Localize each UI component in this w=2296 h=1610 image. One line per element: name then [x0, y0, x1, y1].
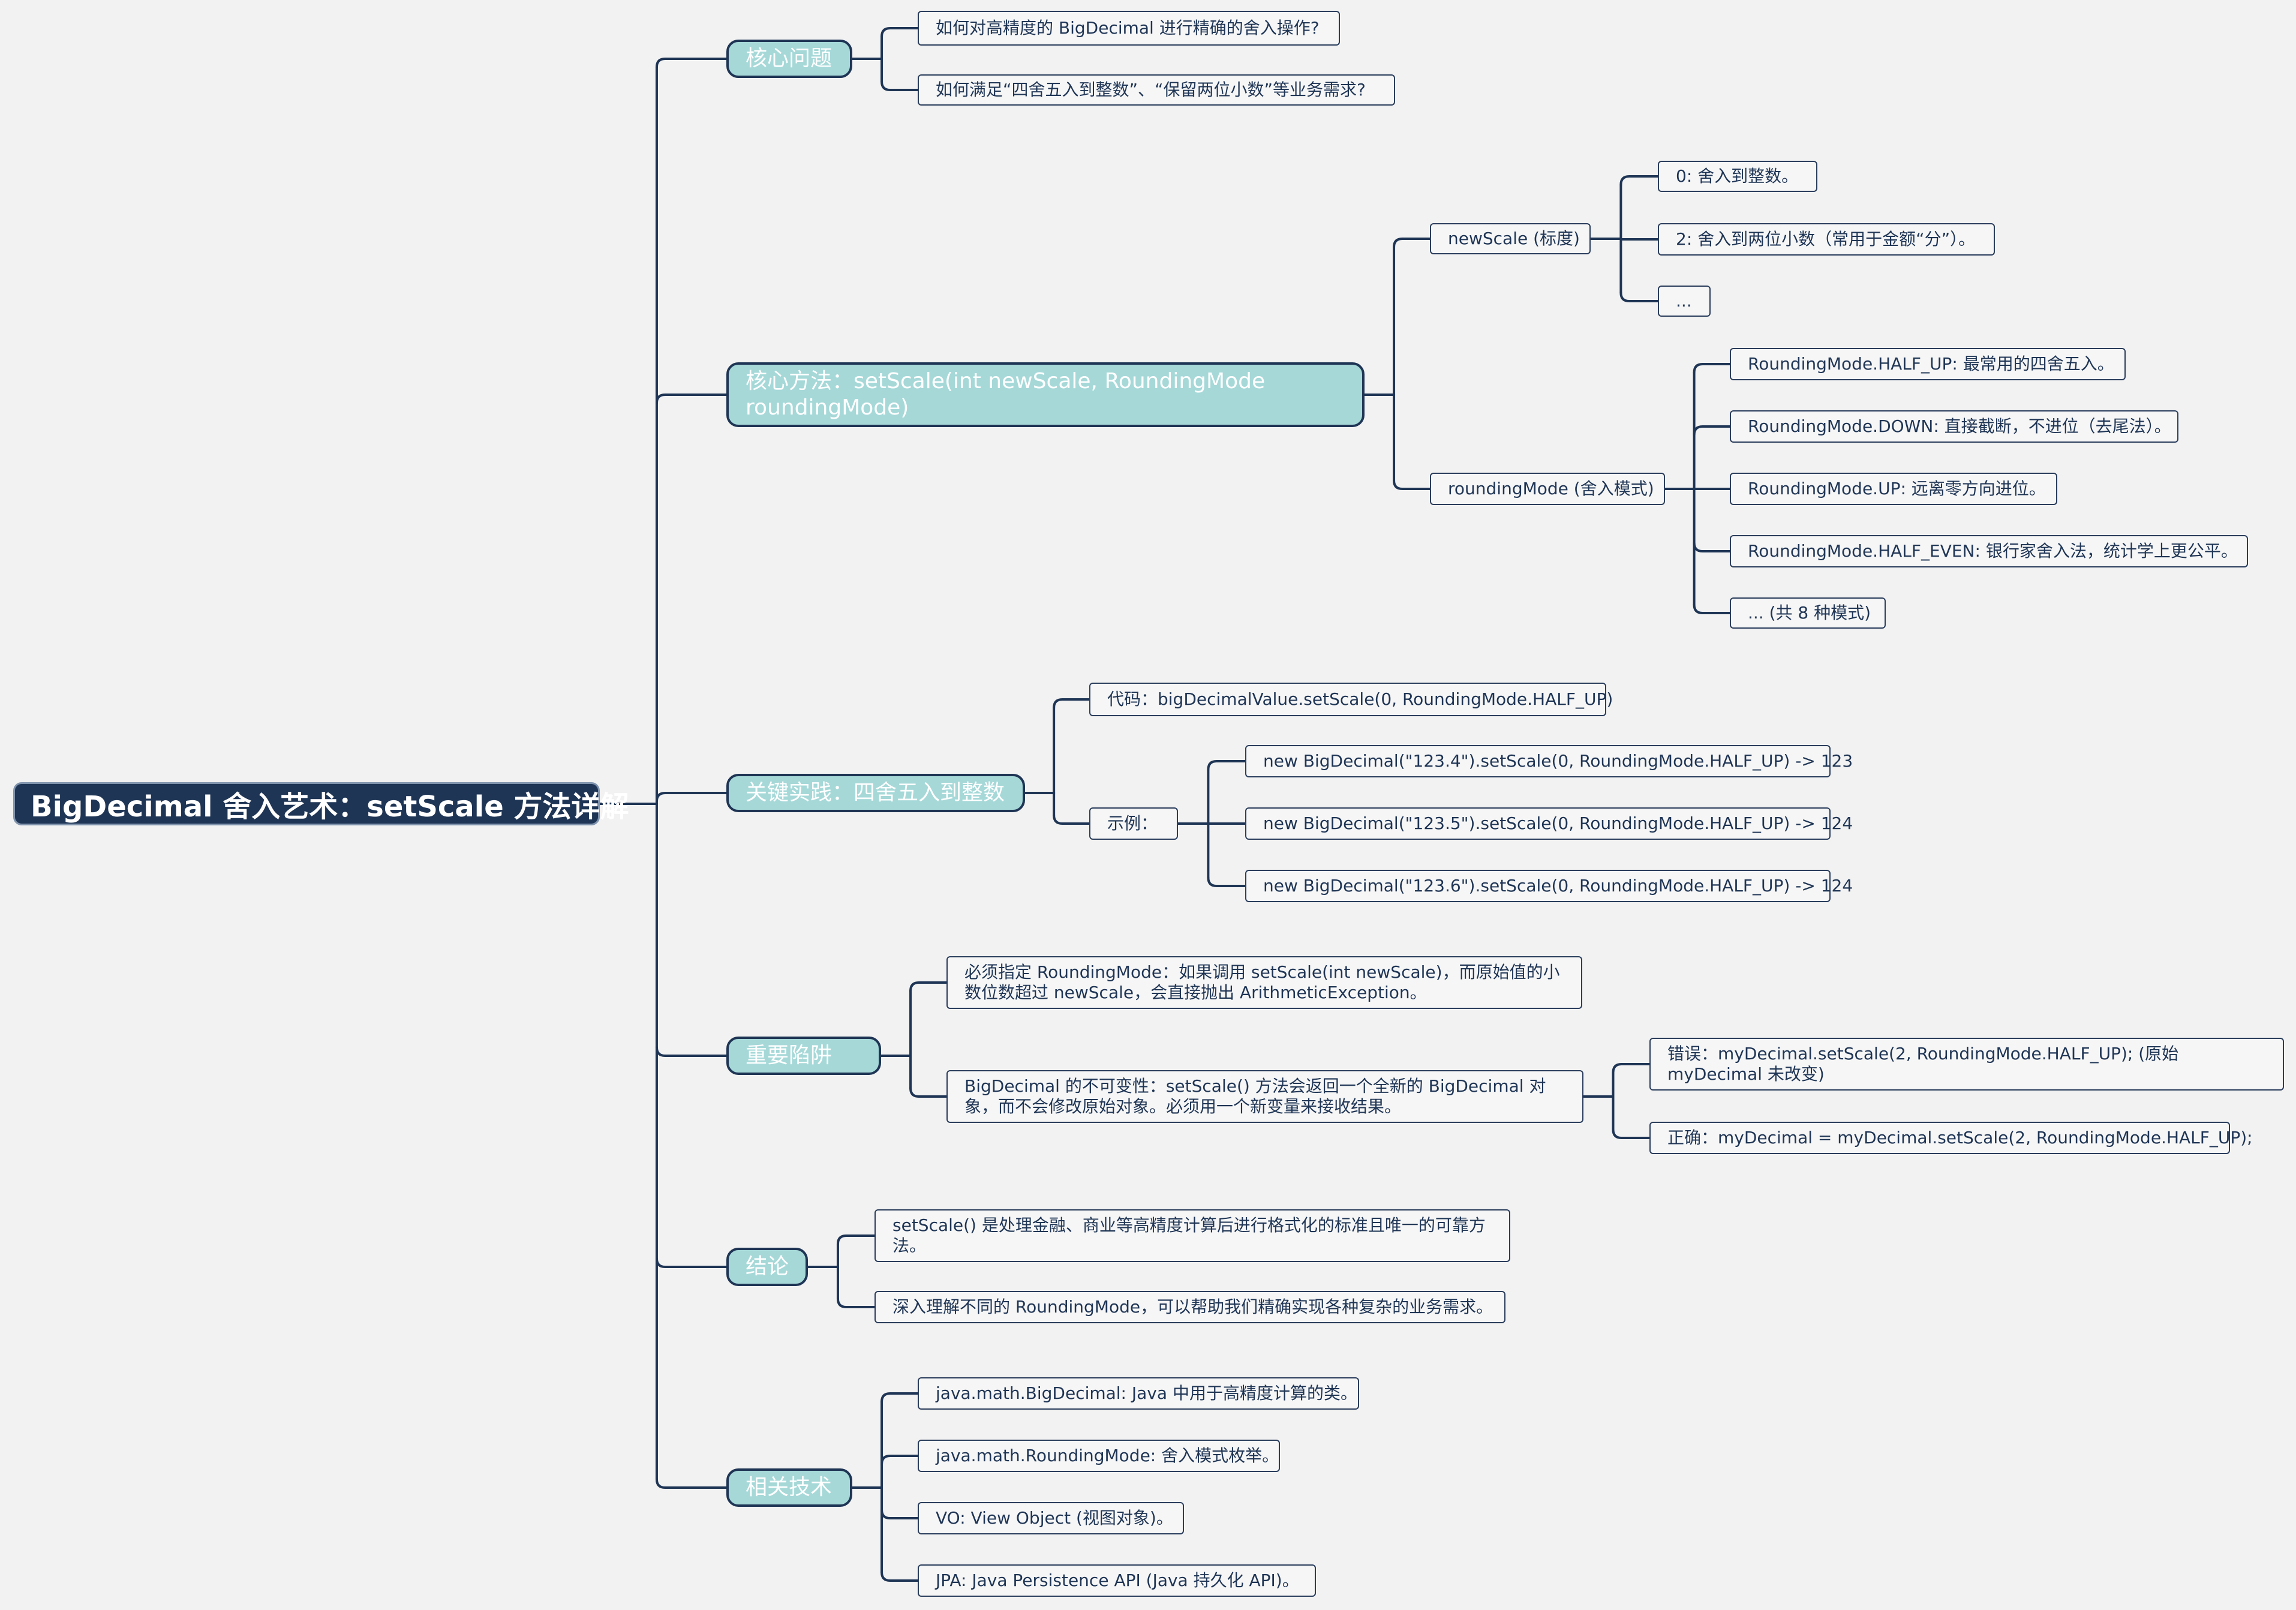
- leaf-rounding-more[interactable]: ... (共 8 种模式): [1730, 597, 1886, 629]
- connector: [909, 1087, 948, 1098]
- connector: [1393, 238, 1431, 248]
- root-topic[interactable]: BigDecimal 舍入艺术：setScale 方法详解: [13, 782, 629, 825]
- connector: [880, 1571, 919, 1582]
- connector: [655, 394, 728, 404]
- leaf-example-123-4[interactable]: new BigDecimal("123.4").setScale(0, Roun…: [1245, 745, 1853, 777]
- leaf-new-scale-0[interactable]: 0: 舍入到整数。: [1658, 161, 1817, 192]
- connector: [1693, 425, 1731, 436]
- connector: [880, 80, 919, 91]
- connector: [880, 27, 919, 38]
- leaf-pitfall-right[interactable]: 正确：myDecimal = myDecimal.setScale(2, Rou…: [1649, 1122, 2253, 1154]
- connector: [909, 981, 948, 992]
- leaf-new-scale-2[interactable]: 2: 舍入到两位小数（常用于金额“分”）。: [1658, 223, 1995, 256]
- branch-pitfalls[interactable]: 重要陷阱: [726, 1037, 881, 1075]
- connector: [880, 1509, 919, 1519]
- leaf-example-123-5[interactable]: new BigDecimal("123.5").setScale(0, Roun…: [1245, 807, 1853, 840]
- connector: [1207, 760, 1246, 771]
- leaf-practice-code[interactable]: 代码：bigDecimalValue.setScale(0, RoundingM…: [1089, 683, 1613, 716]
- connector: [1619, 175, 1659, 186]
- branch-core-method[interactable]: 核心方法：setScale(int newScale, RoundingMode…: [726, 362, 1365, 427]
- leaf-new-scale-more[interactable]: ...: [1658, 286, 1711, 317]
- connector: [1693, 542, 1731, 552]
- connector: [655, 792, 728, 803]
- node-rounding-mode[interactable]: roundingMode (舍入模式): [1430, 473, 1665, 505]
- branch-conclusion[interactable]: 结论: [726, 1248, 808, 1286]
- leaf-rounding-half-even[interactable]: RoundingMode.HALF_EVEN: 银行家舍入法，统计学上更公平。: [1730, 535, 2248, 567]
- leaf-conclusion-1[interactable]: setScale() 是处理金融、商业等高精度计算后进行格式化的标准且唯一的可靠…: [874, 1209, 1510, 1262]
- connector: [1393, 479, 1431, 490]
- connector: [880, 1455, 919, 1465]
- connector: [880, 1392, 919, 1403]
- leaf-pitfall-must-specify[interactable]: 必须指定 RoundingMode：如果调用 setScale(int newS…: [946, 956, 1582, 1009]
- node-pitfall-immutability[interactable]: BigDecimal 的不可变性：setScale() 方法会返回一个全新的 B…: [946, 1070, 1583, 1123]
- connector: [655, 1257, 728, 1268]
- connector: [1693, 363, 1731, 374]
- leaf-core-question-2[interactable]: 如何满足“四舍五入到整数”、“保留两位小数”等业务需求?: [918, 74, 1395, 106]
- connector: [655, 1046, 728, 1057]
- connector: [1619, 292, 1659, 302]
- connector: [1053, 814, 1090, 825]
- leaf-example-123-6[interactable]: new BigDecimal("123.6").setScale(0, Roun…: [1245, 870, 1853, 902]
- branch-related-tech[interactable]: 相关技术: [726, 1468, 852, 1507]
- leaf-related-roundingmode[interactable]: java.math.RoundingMode: 舍入模式枚举。: [918, 1440, 1280, 1472]
- connector: [1693, 603, 1731, 614]
- leaf-pitfall-wrong[interactable]: 错误：myDecimal.setScale(2, RoundingMode.HA…: [1649, 1038, 2284, 1091]
- leaf-rounding-up[interactable]: RoundingMode.UP: 远离零方向进位。: [1730, 473, 2057, 505]
- leaf-related-vo[interactable]: VO: View Object (视图对象)。: [918, 1502, 1184, 1534]
- leaf-related-jpa[interactable]: JPA: Java Persistence API (Java 持久化 API)…: [918, 1564, 1316, 1597]
- node-examples[interactable]: 示例：: [1089, 807, 1178, 840]
- branch-core-question[interactable]: 核心问题: [726, 40, 852, 78]
- connector: [1053, 698, 1090, 709]
- leaf-rounding-half-up[interactable]: RoundingMode.HALF_UP: 最常用的四舍五入。: [1730, 348, 2126, 380]
- leaf-rounding-down[interactable]: RoundingMode.DOWN: 直接截断，不进位（去尾法）。: [1730, 410, 2178, 443]
- leaf-conclusion-2[interactable]: 深入理解不同的 RoundingMode，可以帮助我们精确实现各种复杂的业务需求…: [874, 1291, 1505, 1323]
- leaf-core-question-1[interactable]: 如何对高精度的 BigDecimal 进行精确的舍入操作?: [918, 11, 1340, 46]
- leaf-related-bigdecimal[interactable]: java.math.BigDecimal: Java 中用于高精度计算的类。: [918, 1377, 1359, 1410]
- connector: [655, 58, 728, 68]
- node-new-scale[interactable]: newScale (标度): [1430, 223, 1591, 254]
- connector: [1612, 1128, 1651, 1139]
- connector: [655, 1478, 728, 1489]
- connector: [836, 1234, 876, 1245]
- connector: [1612, 1063, 1651, 1074]
- connector: [836, 1297, 876, 1308]
- branch-key-practice[interactable]: 关键实践：四舍五入到整数: [726, 774, 1025, 812]
- connector: [1207, 876, 1246, 887]
